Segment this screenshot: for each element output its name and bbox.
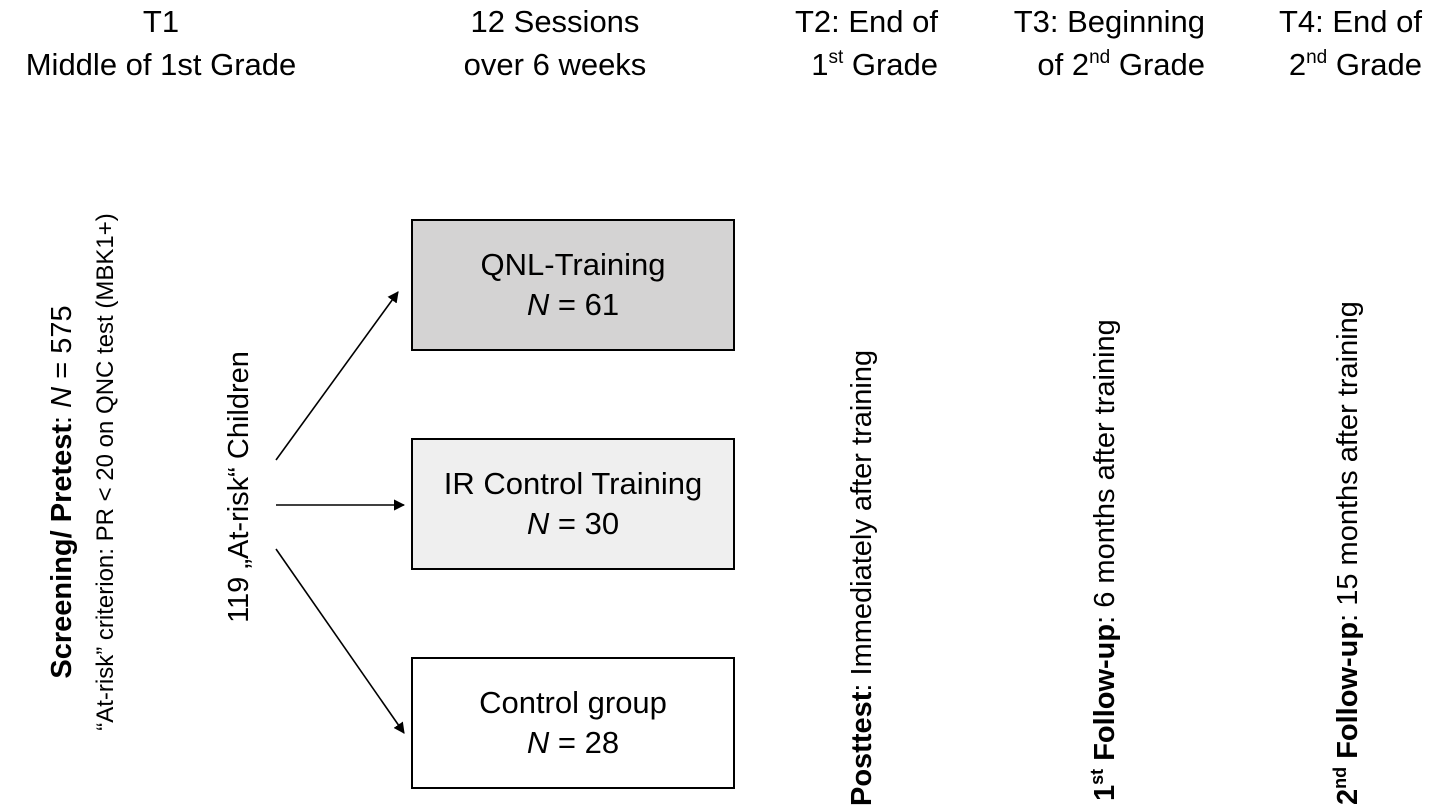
header-t2-line2: 1st Grade — [811, 47, 938, 82]
group-n: N = 30 — [526, 506, 620, 541]
header-t1-line1: T1 — [142, 4, 180, 39]
group-n: N = 61 — [526, 287, 620, 322]
header-t4-line1: T4: End of — [1278, 4, 1422, 39]
group-box-ir-control-training: IR Control Training N = 30 — [411, 438, 735, 570]
header-sessions: 12 Sessions over 6 weeks — [435, 0, 675, 86]
posttest-label: Posttest: Immediately after training — [846, 349, 878, 806]
header-t1-line2: Middle of 1st Grade — [25, 47, 297, 82]
group-name: Control group — [479, 685, 667, 720]
group-box-control-group: Control group N = 28 — [411, 657, 735, 789]
header-t1: T1 Middle of 1st Grade — [0, 0, 322, 86]
header-sessions-line1: 12 Sessions — [470, 4, 640, 39]
group-name: IR Control Training — [443, 466, 703, 501]
header-sessions-line2: over 6 weeks — [463, 47, 647, 82]
header-t2: T2: End of 1st Grade — [760, 0, 938, 86]
header-t2-line1: T2: End of — [794, 4, 938, 39]
header-t4-line2: 2nd Grade — [1288, 47, 1422, 82]
arrow-to-qnl — [275, 291, 399, 461]
header-t3-line1: T3: Beginning — [1013, 4, 1205, 39]
group-name: QNL-Training — [480, 247, 666, 282]
header-t3-line2: of 2nd Grade — [1037, 47, 1205, 82]
followup2-label: 2nd Follow-up: 15 months after training — [1330, 301, 1364, 805]
arrow-to-control — [275, 548, 405, 734]
group-n: N = 28 — [526, 725, 620, 760]
header-t3: T3: Beginning of 2nd Grade — [965, 0, 1205, 86]
header-t4: T4: End of 2nd Grade — [1240, 0, 1422, 86]
group-box-qnl-training: QNL-Training N = 61 — [411, 219, 735, 351]
followup1-label: 1st Follow-up: 6 months after training — [1087, 319, 1121, 801]
